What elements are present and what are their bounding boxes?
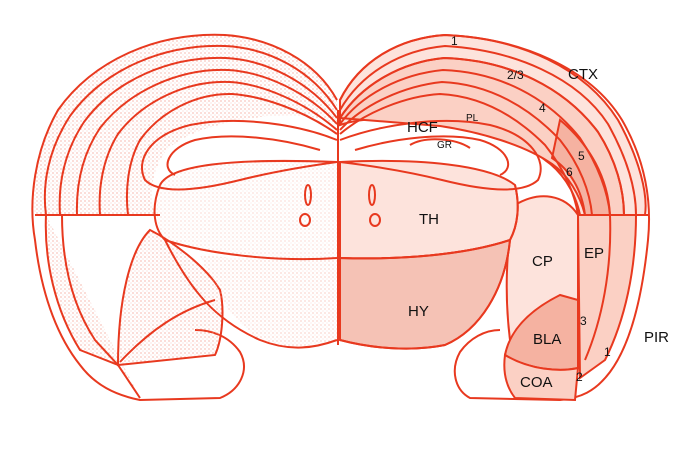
label-pir-layer-1: 1	[604, 345, 611, 359]
label-bla: BLA	[533, 331, 561, 348]
label-layer-23: 2/3	[507, 68, 524, 82]
label-ctx: CTX	[568, 66, 598, 83]
right-thalamus-fill	[340, 161, 518, 258]
label-ep: EP	[584, 245, 604, 262]
label-th: TH	[419, 211, 439, 228]
label-gr: GR	[437, 140, 452, 151]
label-pir-layer-2: 2	[576, 370, 583, 384]
label-layer-4: 4	[539, 101, 546, 115]
label-cp: CP	[532, 253, 553, 270]
label-layer-1-top: 1	[451, 34, 458, 48]
label-pl: PL	[466, 113, 479, 124]
label-layer-5: 5	[578, 149, 585, 163]
label-layer-6: 6	[566, 165, 573, 179]
label-pir-layer-3: 3	[580, 314, 587, 328]
left-thalamus-fill	[157, 161, 337, 259]
left-hemisphere	[32, 35, 337, 400]
right-hemisphere	[340, 35, 649, 400]
label-hy: HY	[408, 303, 429, 320]
label-coa: COA	[520, 374, 553, 391]
label-hcf: HCF	[407, 119, 438, 136]
label-pir: PIR	[644, 329, 669, 346]
